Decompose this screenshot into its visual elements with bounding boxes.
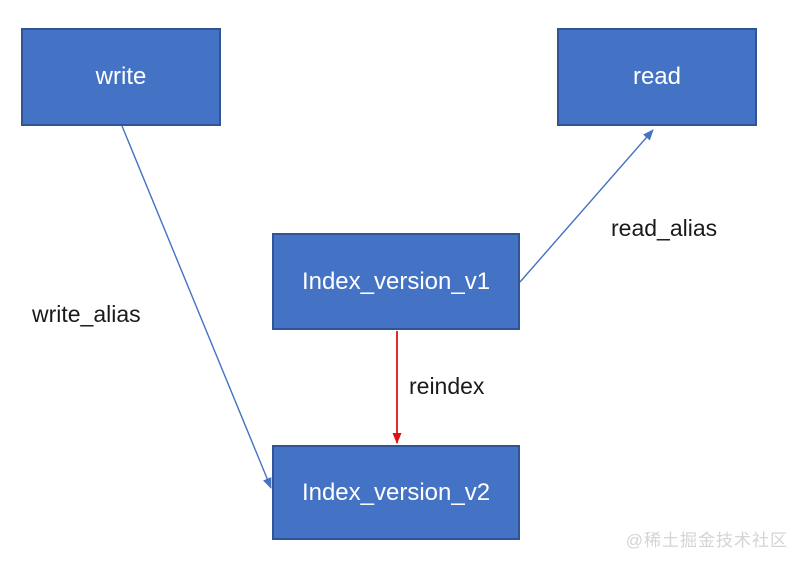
node-read: read (557, 28, 757, 126)
node-index-version-v1-label: Index_version_v1 (301, 267, 491, 295)
read-alias-label: read_alias (611, 215, 718, 241)
read-alias-arrow (519, 129, 654, 283)
watermark: @稀土掘金技术社区 (625, 531, 788, 550)
reindex-label: reindex (409, 373, 485, 399)
node-read-label: read (632, 63, 682, 90)
node-index-version-v2-label: Index_version_v2 (301, 478, 491, 506)
node-index-version-v1: Index_version_v1 (272, 233, 520, 330)
write-alias-arrow (121, 125, 272, 489)
node-index-version-v2: Index_version_v2 (272, 445, 520, 540)
node-write: write (21, 28, 221, 126)
write-alias-label: write_alias (32, 301, 141, 327)
node-write-label: write (95, 63, 147, 90)
